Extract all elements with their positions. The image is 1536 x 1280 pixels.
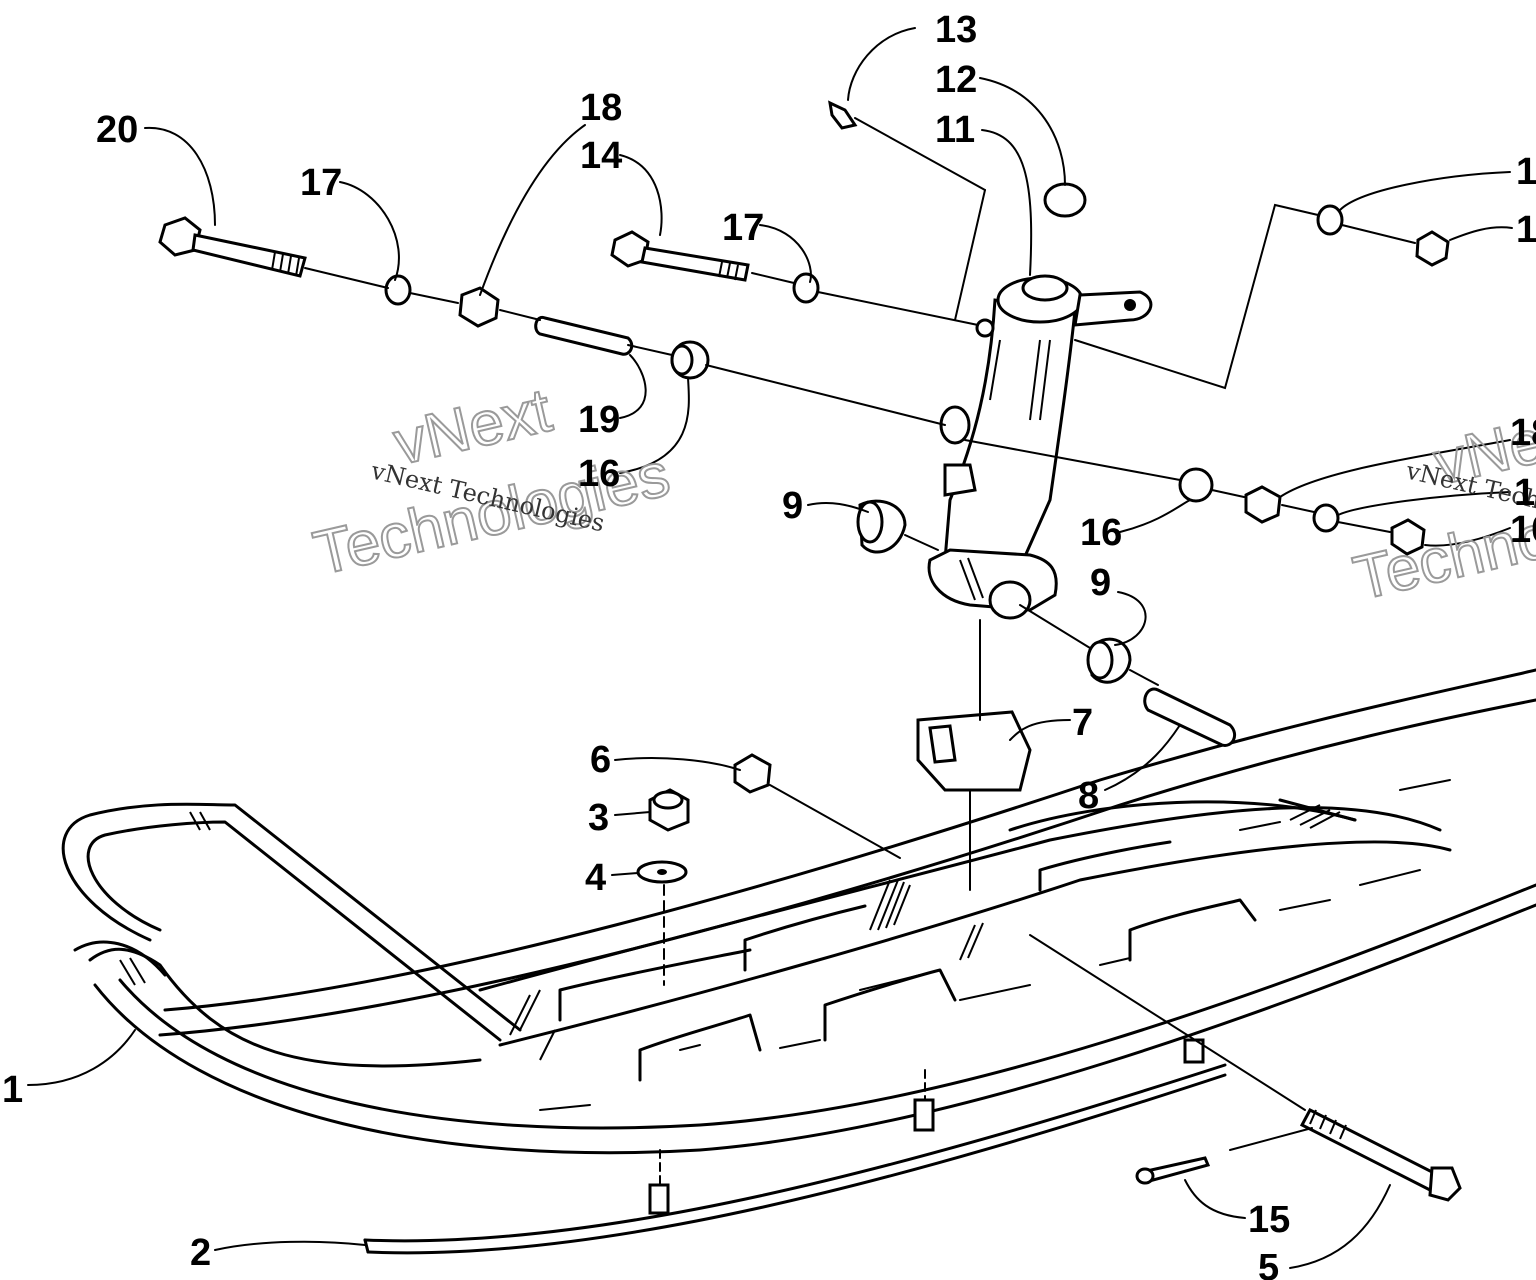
callout-18-right-partial: 18 (1510, 412, 1536, 454)
callout-4: 4 (585, 857, 606, 899)
callout-17-right-partial: 1 (1514, 472, 1535, 514)
callout-16-left: 16 (578, 453, 620, 495)
bolt-20 (158, 216, 307, 278)
callout-9-left: 9 (782, 485, 803, 527)
callout-right-upper-partial: 1 (1516, 209, 1536, 251)
callout-12: 12 (935, 59, 977, 101)
callout-2: 2 (190, 1232, 211, 1274)
hardware-parts (158, 204, 1462, 1202)
callout-10: 10 (1510, 509, 1536, 551)
callout-17-middle: 17 (722, 207, 764, 249)
callout-20: 20 (96, 109, 138, 151)
watermark: vNext Technologies vNext Technologies vN… (307, 375, 1536, 615)
callout-1: 1 (2, 1069, 23, 1111)
callout-right-top-partial: 1 (1516, 151, 1536, 193)
callout-8: 8 (1078, 775, 1099, 817)
callout-19: 19 (578, 399, 620, 441)
callout-7: 7 (1072, 702, 1093, 744)
centerlines (304, 117, 1416, 1151)
callout-15: 15 (1248, 1199, 1290, 1241)
wear-bar (363, 1038, 1227, 1255)
callout-3: 3 (588, 797, 609, 839)
spindle-assembly (828, 100, 1153, 620)
watermark-big-line1: vNext (388, 376, 558, 479)
callout-9-right: 9 (1090, 562, 1111, 604)
callout-5: 5 (1258, 1247, 1279, 1280)
callout-labels: 1 2 3 4 5 6 7 8 9 9 10 11 12 13 14 15 16… (2, 9, 1536, 1280)
callout-16-right: 16 (1080, 512, 1122, 554)
leader-lines (27, 27, 1513, 1269)
watermark-big-line2: Technologies (308, 440, 676, 589)
callout-6: 6 (590, 739, 611, 781)
callout-17-left: 17 (300, 162, 342, 204)
callout-11: 11 (935, 109, 975, 151)
callout-18-left: 18 (580, 87, 622, 129)
ski-body (61, 668, 1536, 1155)
callout-13: 13 (935, 9, 977, 51)
callout-14: 14 (580, 135, 622, 177)
